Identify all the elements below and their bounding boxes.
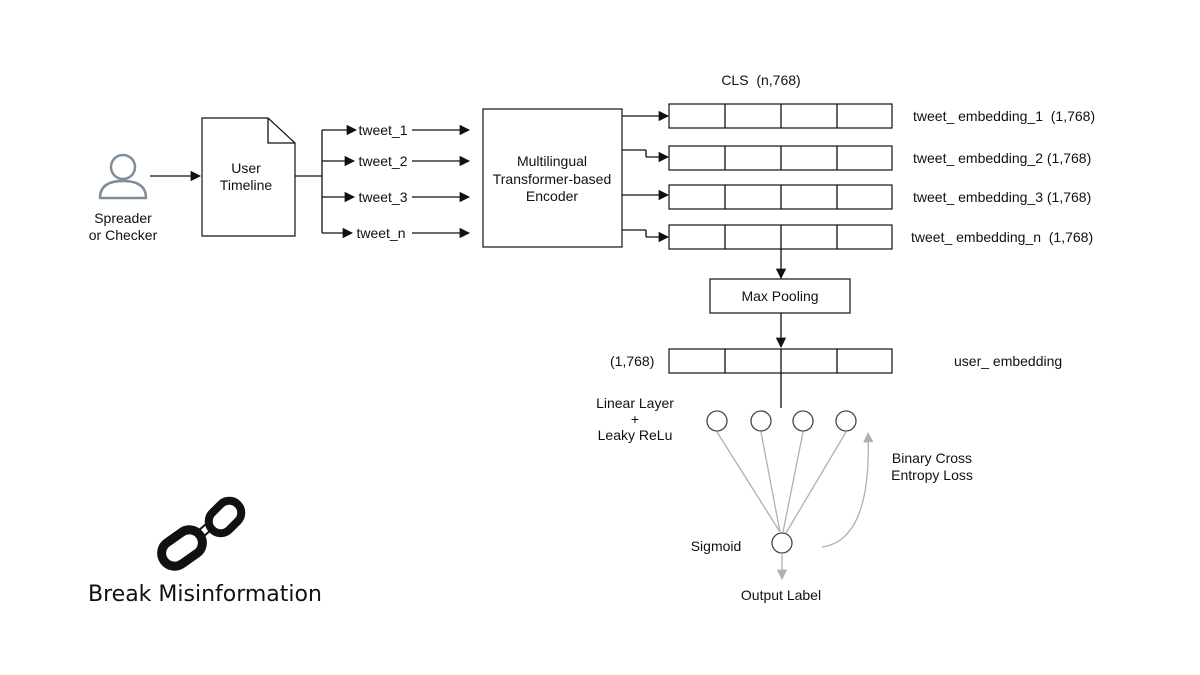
embedding-label: tweet_ embedding_n (1,768) (911, 229, 1093, 245)
encoder-label-line2: Transformer-based (493, 171, 612, 187)
encoder-label-line3: Encoder (526, 188, 578, 204)
tweet-label: tweet_1 (358, 122, 407, 138)
tweet-label: tweet_3 (358, 189, 407, 205)
neuron-node (792, 410, 814, 432)
actor-label-line2: or Checker (89, 227, 158, 243)
timeline-label-line1: User (231, 160, 261, 176)
loss-feedback-arrow (821, 431, 874, 548)
user-embedding-vector (668, 348, 893, 374)
tweet-embedding-vector (668, 145, 893, 171)
brand-text: Break Misinformation (88, 582, 322, 607)
loss-label-line1: Binary Cross (892, 450, 972, 466)
linear-layer-label-line3: Leaky ReLu (598, 427, 673, 443)
user-embedding-shape: (1,768) (610, 353, 654, 369)
linear-layer-label-line1: Linear Layer (596, 395, 674, 411)
embedding-label: tweet_ embedding_2 (1,768) (913, 150, 1091, 166)
timeline-branch-connector (295, 124, 358, 239)
sigmoid-node (771, 532, 793, 554)
output-label: Output Label (741, 587, 821, 603)
linear-layer-label-line2: + (631, 411, 639, 427)
neuron-node (835, 410, 857, 432)
sigmoid-label: Sigmoid (691, 538, 742, 554)
neuron-connections (716, 431, 847, 534)
tweet-embedding-vector (668, 184, 893, 210)
neuron-node (750, 410, 772, 432)
timeline-label-line2: Timeline (220, 177, 273, 193)
chain-link-icon (157, 496, 246, 571)
encoder-box (482, 108, 623, 248)
tweet-embedding-vector (668, 224, 893, 250)
cls-label: CLS (n,768) (721, 72, 800, 88)
encoder-label-line1: Multilingual (517, 153, 587, 169)
tweet-label: tweet_2 (358, 153, 407, 169)
embedding-label: tweet_ embedding_1 (1,768) (913, 108, 1095, 124)
max-pooling-box (709, 278, 851, 314)
embedding-label: tweet_ embedding_3 (1,768) (913, 189, 1091, 205)
neuron-node (706, 410, 728, 432)
user-icon (98, 153, 148, 200)
max-pooling-label: Max Pooling (741, 288, 818, 304)
user-embedding-label: user_ embedding (954, 353, 1062, 369)
loss-label-line2: Entropy Loss (891, 467, 973, 483)
tweet-to-encoder-arrows (412, 124, 471, 239)
tweet-label: tweet_n (356, 225, 405, 241)
encoder-to-embedding-arrows (622, 110, 670, 243)
tweet-embedding-vector (668, 103, 893, 129)
document-shape (201, 117, 296, 237)
actor-label-line1: Spreader (94, 210, 152, 226)
